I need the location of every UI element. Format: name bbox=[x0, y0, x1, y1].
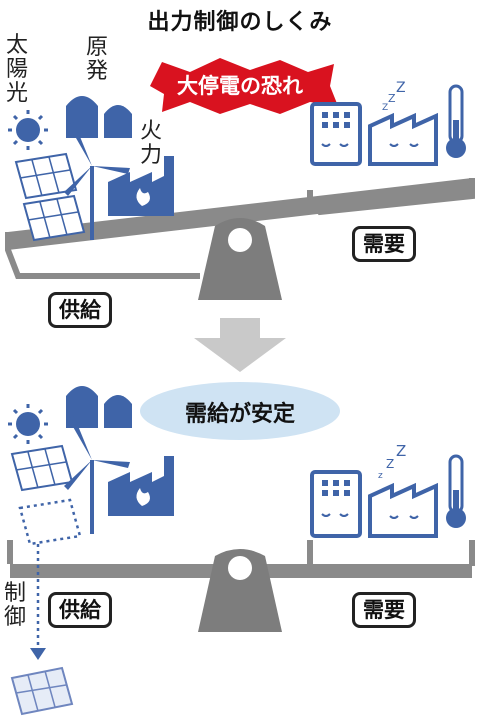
thermal-plant-icon bbox=[108, 156, 174, 216]
curtail-arrow bbox=[30, 544, 46, 660]
top-demand-label: 需要 bbox=[352, 226, 416, 262]
svg-text:Z: Z bbox=[386, 457, 394, 471]
demand-icons-top: Z Z Z bbox=[310, 80, 466, 166]
bottom-demand-label: 需要 bbox=[352, 592, 416, 628]
bottom-supply-label: 供給 bbox=[48, 592, 112, 628]
nuclear-label: 原発 bbox=[85, 35, 108, 84]
solar-label: 太陽光 bbox=[5, 33, 28, 106]
stable-bubble bbox=[140, 382, 340, 440]
top-supply-label: 供給 bbox=[48, 292, 112, 328]
control-label: 制御 bbox=[3, 581, 26, 630]
svg-text:z: z bbox=[378, 471, 383, 481]
solar-panel-icon-bottom bbox=[10, 444, 82, 546]
svg-text:Z: Z bbox=[396, 80, 406, 96]
warning-text: 大停電の恐れ bbox=[177, 74, 303, 98]
thermal-plant-icon-bottom bbox=[108, 456, 174, 516]
svg-text:Z: Z bbox=[396, 442, 406, 460]
svg-text:Z: Z bbox=[382, 103, 388, 113]
stable-text: 需給が安定 bbox=[184, 402, 295, 427]
solar-sun-icon-bottom bbox=[8, 404, 48, 444]
warning-burst bbox=[150, 58, 338, 114]
solar-sun-icon bbox=[8, 110, 48, 150]
top-balance-scale bbox=[5, 178, 475, 300]
svg-text:Z: Z bbox=[388, 92, 396, 105]
solar-panel-icon bbox=[14, 152, 86, 242]
down-arrow-icon bbox=[194, 318, 286, 372]
wind-turbine-icon bbox=[64, 122, 130, 240]
curtailed-panel-icon bbox=[10, 666, 74, 716]
demand-icons-bottom: Z Z z bbox=[310, 442, 466, 538]
wind-turbine-icon-bottom bbox=[64, 416, 130, 534]
thermal-label: 火力 bbox=[139, 119, 162, 168]
page-title: 出力制御のしくみ bbox=[147, 10, 333, 35]
